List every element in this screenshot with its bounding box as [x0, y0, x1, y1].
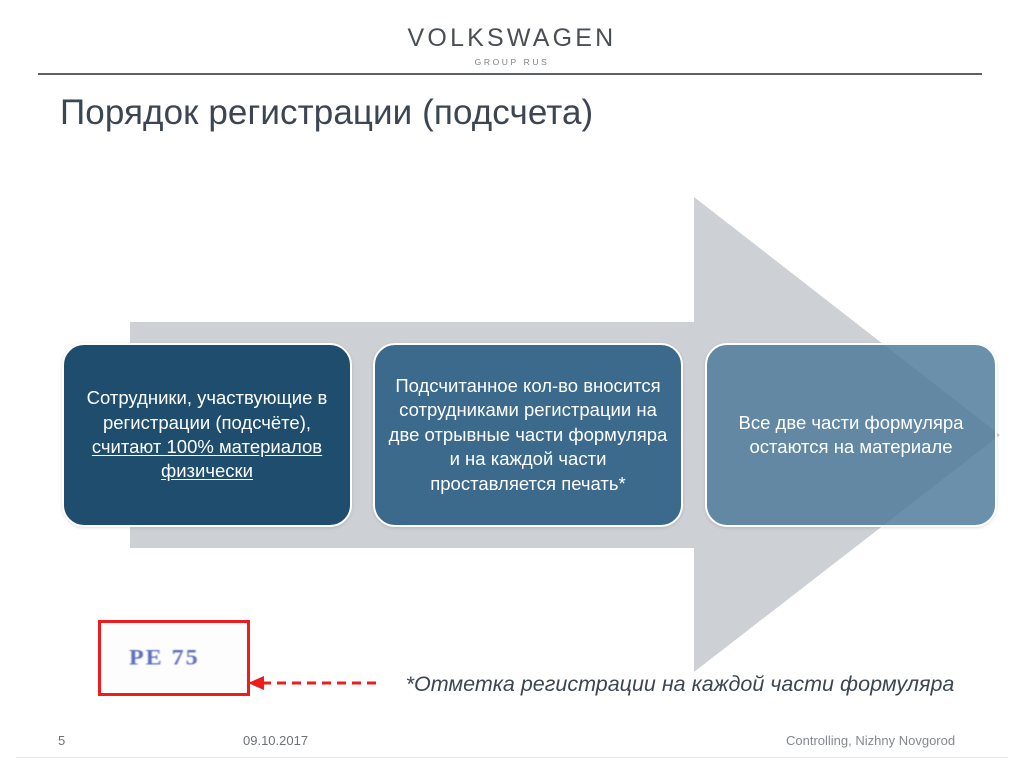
footnote-text: *Отметка регистрации на каждой части фор… — [405, 672, 955, 696]
footer-department: Controlling, Nizhny Novgorod — [786, 733, 956, 748]
page-title: Порядок регистрации (подсчета) — [60, 93, 594, 132]
process-step-2: Подсчитанное кол-во вносится сотрудникам… — [373, 343, 683, 527]
footer-page-number: 5 — [58, 733, 66, 748]
process-step-3-label: Все две части формуляра остаются на мате… — [738, 411, 964, 457]
step-1-text-underlined: считают 100% материалов физически — [91, 436, 323, 482]
footer-divider — [16, 757, 1008, 758]
callout-dashed-arrow-icon — [248, 676, 378, 690]
step-1-text-normal: Сотрудники, участвующие в регистрации (п… — [86, 387, 328, 433]
brand-name: VOLKSWAGEN — [407, 24, 617, 52]
stamp-ink-text: PE 75 — [129, 646, 200, 670]
stamp-highlight-frame: PE 75 — [98, 620, 250, 696]
process-step-1-label: Сотрудники, участвующие в регистрации (п… — [76, 386, 338, 484]
header-divider — [38, 73, 982, 75]
process-step-3: Все две части формуляра остаются на мате… — [705, 343, 997, 527]
process-step-2-label: Подсчитанное кол-во вносится сотрудникам… — [388, 374, 668, 494]
footer-date: 09.10.2017 — [243, 733, 309, 748]
brand-logo: VOLKSWAGEN GROUP RUS — [0, 26, 1024, 67]
process-step-1: Сотрудники, участвующие в регистрации (п… — [62, 343, 352, 527]
brand-subtitle: GROUP RUS — [474, 57, 550, 67]
